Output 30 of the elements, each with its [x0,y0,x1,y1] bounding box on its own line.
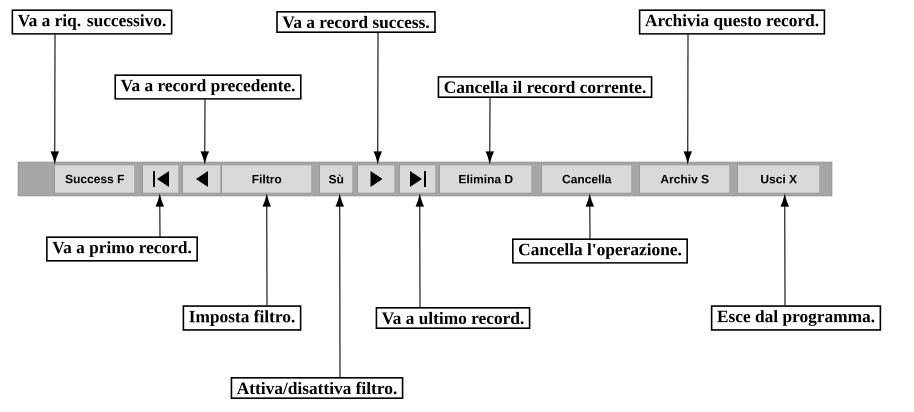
callout-box: Archivia questo record. [638,9,826,35]
callout-box: Imposta filtro. [182,305,302,331]
toolbar-button: Usci X [737,164,820,194]
callout-box: Va a primo record. [46,236,198,262]
callout-box: Va a ultimo record. [376,307,530,329]
arrow [336,195,344,377]
arrow [200,100,209,163]
arrow [262,195,271,306]
toolbar-button: Success F [54,164,135,194]
toolbar-button: Cancella [541,164,632,194]
arrow [50,34,59,163]
arrow [586,195,594,238]
arrow [416,195,424,308]
callout-box: Cancella il record corrente. [438,76,652,98]
callout-box: Va a record precedente. [114,74,302,100]
callout-box: Attiva/disattiva filtro. [230,376,404,400]
toolbar-button: Elimina D [439,164,532,194]
callout-box: Cancella l'operazione. [512,238,688,264]
arrow [684,34,692,163]
toolbar-button: Archiv S [639,164,730,194]
arrow [486,98,494,163]
icon-button [182,164,221,194]
callout-box: Esce dal programma. [710,305,882,331]
callout-box: Va a record success. [276,11,436,33]
arrow [156,195,164,236]
arrow [374,32,382,163]
callout-box: Va a riq. successivo. [12,9,172,35]
icon-button [357,164,395,194]
arrow [780,195,789,306]
toolbar-button: Sù [319,164,353,194]
